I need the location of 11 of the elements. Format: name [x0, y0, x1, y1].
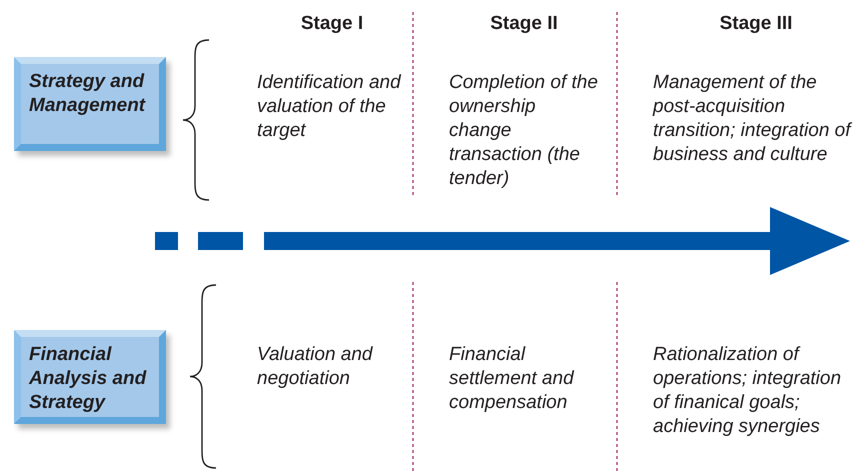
stage-description: Rationalization of operations; integration of finanical goals; achieving synergies: [653, 343, 842, 439]
stage-description: Valuation and negotiation: [257, 343, 374, 391]
category-box: Financial Analysis and Strategy: [14, 330, 166, 424]
category-box: Strategy and Management: [14, 57, 166, 151]
stage-description: Completion of the ownership change transaction (the tender): [449, 71, 599, 191]
stage-heading: Stage I: [300, 12, 364, 36]
stage-heading: Stage III: [718, 12, 794, 36]
stage-description: Management of the post-acquisition transition; integration of business and culture: [653, 71, 854, 167]
stage-heading: Stage II: [489, 12, 559, 36]
stage-description: Identification and valuation of the target: [257, 71, 402, 143]
stage-description: Financial settlement and compensation: [449, 343, 576, 415]
